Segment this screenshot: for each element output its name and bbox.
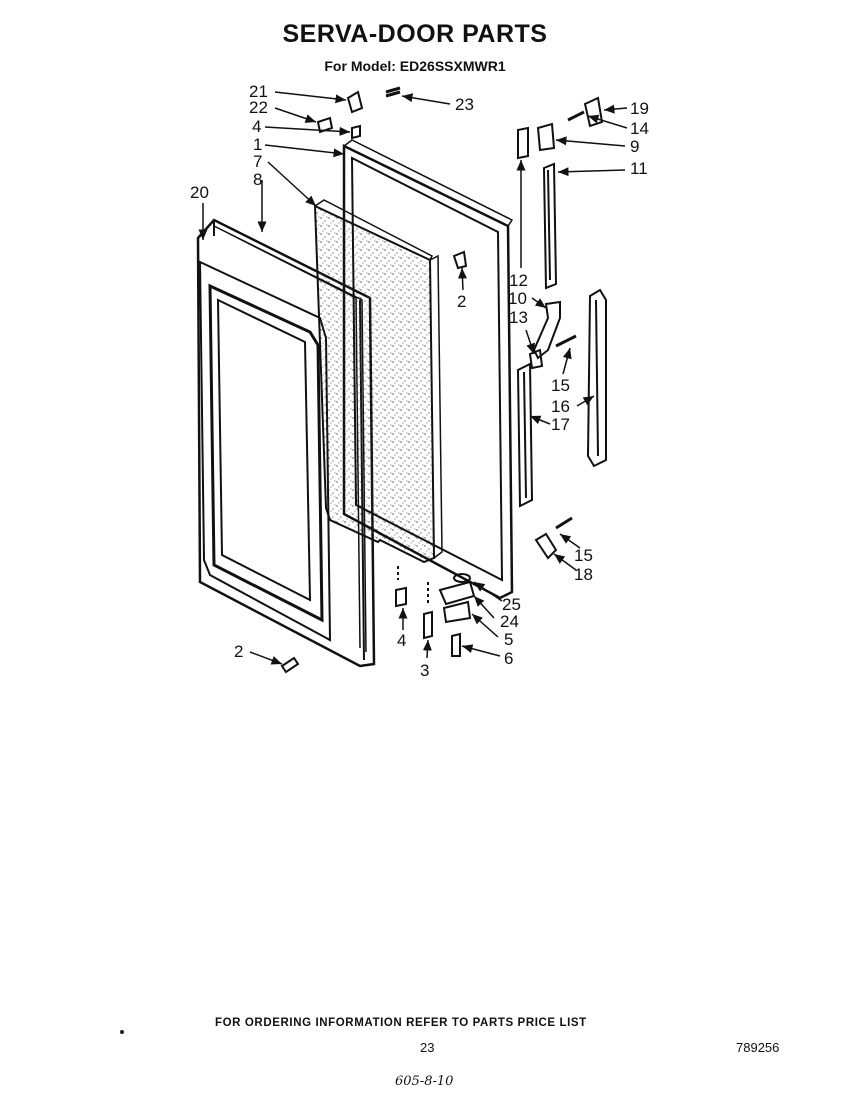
callout-20: 20 [190, 183, 209, 202]
callout-4-lower: 4 [397, 631, 406, 650]
callout-14: 14 [630, 119, 649, 138]
callout-25: 25 [502, 595, 521, 614]
model-subtitle: For Model: ED26SSXMWR1 [324, 58, 506, 74]
screw [280, 250, 468, 674]
callout-19: 19 [630, 99, 649, 118]
door-insulation-panel [313, 199, 443, 564]
callout-3: 3 [420, 661, 429, 680]
callout-6: 6 [504, 649, 513, 668]
callout-21: 21 [249, 82, 268, 101]
scan-speck [120, 1030, 124, 1034]
callout-2: 2 [457, 292, 466, 311]
hinge-bracket-top [316, 86, 401, 140]
handle-trim [586, 288, 607, 468]
callout-8: 8 [253, 170, 262, 189]
callout-11: 11 [630, 159, 648, 178]
handle-bracket [528, 300, 577, 370]
callout-5: 5 [504, 630, 513, 649]
callout-4: 4 [252, 117, 261, 136]
door-stop-and-screw [395, 566, 433, 640]
callout-22: 22 [249, 98, 268, 117]
callout-15-lower: 15 [574, 546, 593, 565]
callout-9: 9 [630, 137, 639, 156]
handle-mount-parts [517, 96, 604, 290]
handle-bottom-bracket [534, 516, 573, 560]
callout-13: 13 [509, 308, 528, 327]
page-number: 23 [420, 1040, 435, 1055]
page-title: SERVA-DOOR PARTS [282, 20, 548, 48]
bottom-hinge-group [438, 573, 476, 657]
door-handle [516, 362, 534, 508]
ordering-note: FOR ORDERING INFORMATION REFER TO PARTS … [215, 1017, 587, 1029]
callout-12: 12 [509, 271, 528, 290]
document-number: 789256 [736, 1040, 780, 1055]
callout-1: 1 [253, 135, 262, 154]
callout-17: 17 [551, 415, 570, 434]
callout-2-lower: 2 [234, 642, 243, 661]
callout-18: 18 [574, 565, 593, 584]
door-liner [342, 139, 514, 600]
callout-24: 24 [500, 612, 519, 631]
callout-16: 16 [551, 397, 570, 416]
callout-7: 7 [253, 152, 262, 171]
callout-15: 15 [551, 376, 570, 395]
handwritten-note: 605-8-10 [395, 1074, 454, 1089]
callout-10: 10 [508, 289, 527, 308]
callout-23: 23 [455, 95, 474, 114]
